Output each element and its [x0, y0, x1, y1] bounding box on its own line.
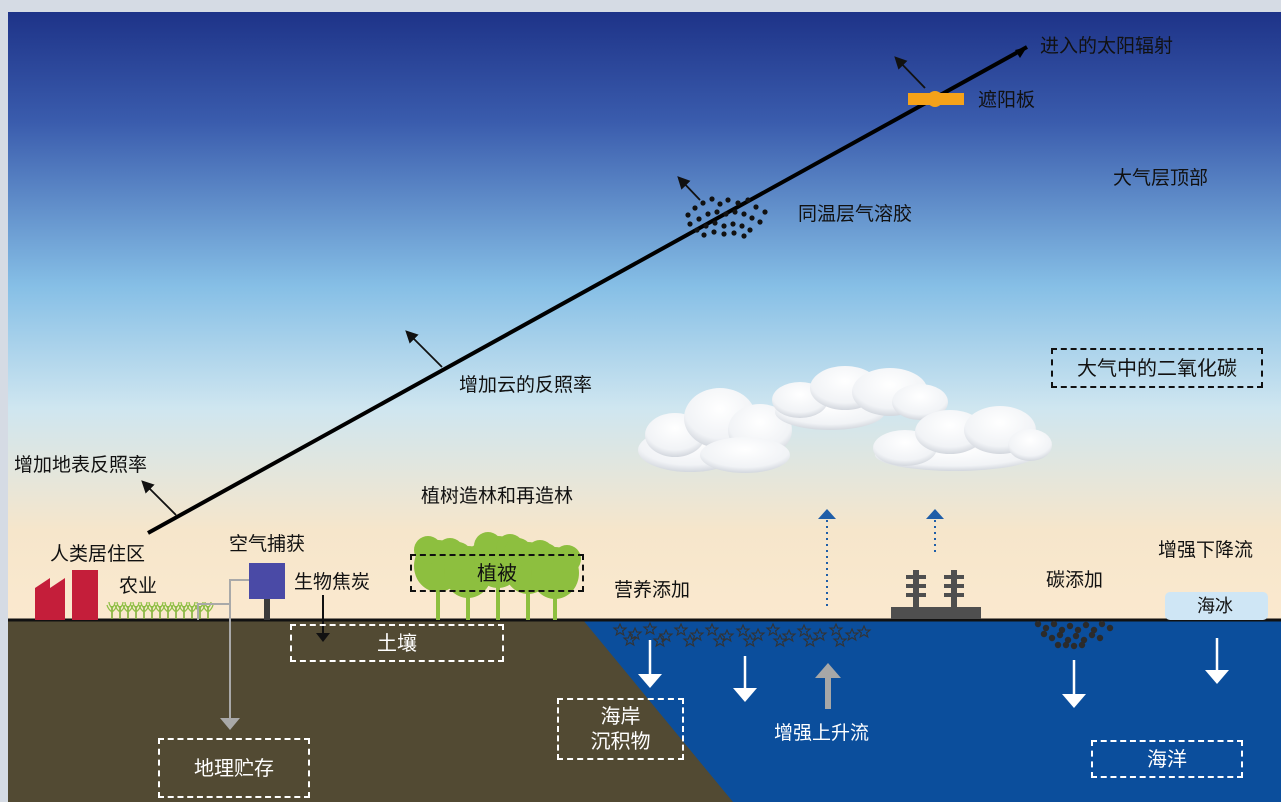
ocean-label: 海洋 [1147, 746, 1187, 771]
soil-box: 土壤 [290, 624, 504, 662]
vegetation-trees-icon [414, 532, 581, 620]
aerosol-reflect-arrow [677, 176, 701, 201]
ocean-box: 海洋 [1091, 740, 1243, 778]
air-capture-icon [197, 563, 285, 730]
coastal-sediments-label: 海岸 沉积物 [590, 704, 651, 753]
afforestation-label: 植树造林和再造林 [421, 485, 574, 507]
sunshade-reflect-arrow [894, 56, 926, 89]
soil-label: 土壤 [377, 630, 417, 655]
sea-ice-shape [1165, 592, 1268, 620]
incoming-radiation-arrowhead [1015, 47, 1027, 58]
downwelling-arrows [638, 638, 1229, 708]
biochar-arrowhead [316, 633, 330, 642]
agriculture-label: 农业 [119, 575, 158, 597]
cloud-icon [638, 366, 1052, 473]
surface-albedo-arrow [141, 480, 177, 516]
ocean-body [583, 620, 1281, 802]
human-settlements-label: 人类居住区 [50, 543, 146, 565]
air-capture-label: 空气捕获 [229, 533, 306, 555]
sunshade-label: 遮阳板 [978, 89, 1036, 111]
sea-ice-label: 海冰 [1197, 596, 1233, 617]
nutrient-addition-label: 营养添加 [614, 579, 691, 601]
coastal-sediments-box: 海岸 沉积物 [557, 698, 684, 760]
vegetation-label: 植被 [477, 560, 517, 585]
agriculture-crops-icon [106, 601, 214, 619]
upwelling-arrow [815, 663, 841, 709]
vegetation-box: 植被 [410, 554, 584, 592]
sky [8, 12, 1281, 622]
biochar-label: 生物焦炭 [294, 571, 371, 593]
carbon-addition-dots [1034, 620, 1114, 650]
factory-icon [35, 570, 98, 620]
atmospheric-co2-label: 大气中的二氧化碳 [1077, 355, 1237, 380]
cloud-albedo-label: 增加云的反照率 [459, 374, 593, 396]
sunshade-icon [908, 91, 964, 107]
surface-albedo-label: 增加地表反照率 [14, 454, 148, 476]
top-of-atmosphere-label: 大气层顶部 [1113, 167, 1209, 189]
geological-storage-label: 地理贮存 [194, 755, 274, 780]
incoming-radiation-line [147, 45, 1028, 535]
carbon-addition-label: 碳添加 [1046, 569, 1104, 591]
atmospheric-co2-box: 大气中的二氧化碳 [1051, 348, 1263, 388]
offshore-platform-icon [891, 570, 981, 619]
stratospheric-aerosols-label: 同温层气溶胶 [798, 203, 913, 225]
cloud-albedo-arrow [405, 330, 443, 368]
incoming-radiation-label: 进入的太阳辐射 [1040, 35, 1174, 57]
stratospheric-aerosols-dots [685, 196, 768, 239]
dotted-up-arrows [818, 509, 944, 607]
enhanced-upwelling-label: 增强上升流 [774, 722, 870, 744]
enhanced-downwelling-label: 增强下降流 [1158, 539, 1254, 561]
geological-storage-box: 地理贮存 [158, 738, 310, 798]
